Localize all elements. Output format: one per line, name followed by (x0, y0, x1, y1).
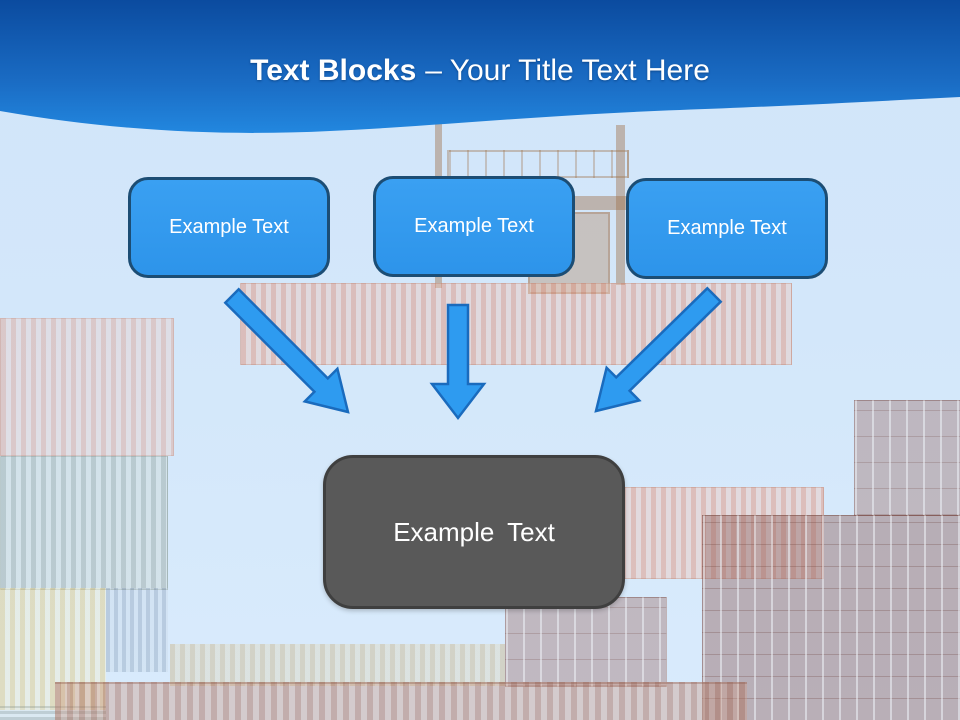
text-block-2: Example Text (373, 176, 575, 277)
slide-title-rest: – Your Title Text Here (425, 54, 710, 87)
header-wave (0, 0, 960, 133)
container-center-doors (505, 597, 667, 687)
container-row-salmon (240, 283, 792, 365)
text-block-1: Example Text (128, 177, 330, 278)
text-block-3-label: Example Text (667, 217, 787, 239)
container-tan-row (170, 644, 505, 686)
container-right-doors-top (854, 400, 960, 516)
text-block-2-label: Example Text (414, 215, 534, 237)
container-left-salmon (0, 318, 174, 456)
crane-mast-icon (616, 125, 625, 285)
result-block: Example Text (323, 455, 625, 609)
container-left-gray (0, 456, 168, 590)
text-block-1-label: Example Text (169, 216, 289, 238)
container-left-bluegray (106, 588, 168, 672)
result-block-label: Example Text (393, 516, 555, 547)
text-block-3: Example Text (626, 178, 828, 279)
slide-title-bold: Text Blocks (250, 54, 417, 87)
slide-title: Text Blocks– Your Title Text Here (0, 54, 960, 88)
container-bottom-row (55, 682, 747, 720)
crane-railing-icon (447, 150, 629, 178)
